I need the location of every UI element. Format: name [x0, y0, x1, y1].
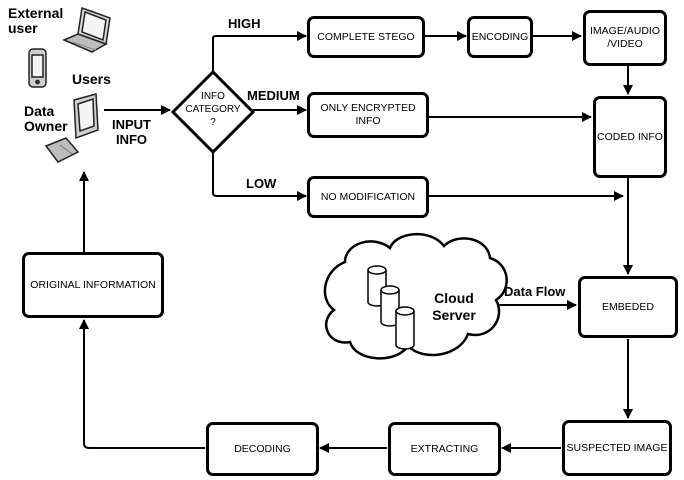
no-modification-box: NO MODIFICATION	[307, 176, 429, 218]
cloud-server-label: Cloud Server	[432, 290, 476, 323]
branch-high-label: HIGH	[228, 16, 261, 31]
extracting-box: EXTRACTING	[388, 422, 501, 476]
database-cylinder	[395, 306, 415, 350]
coded-info-box: CODED INFO	[593, 96, 667, 178]
info-category-label: INFO CATEGORY ?	[185, 91, 241, 128]
cloud-shape	[323, 232, 508, 360]
suspected-image-box: SUSPECTED IMAGE	[562, 420, 672, 476]
branch-low-label: LOW	[246, 176, 277, 191]
decoding-box: DECODING	[206, 422, 319, 476]
original-information-box: ORIGINAL INFORMATION	[22, 252, 164, 318]
decision-diamond	[170, 69, 256, 155]
external-user-label: External user	[8, 5, 64, 36]
desktop-computer-icon	[44, 93, 99, 163]
arrow-high	[212, 31, 307, 72]
data-owner-label: Data Owner	[24, 103, 68, 134]
data-flow-label: Data Flow	[504, 284, 566, 299]
mobile-phone-icon	[28, 48, 47, 88]
only-encrypted-info-box: ONLY ENCRYPTED INFO	[307, 92, 429, 138]
database-icon	[367, 265, 415, 350]
laptop-icon	[62, 6, 111, 53]
image-audio-video-box: IMAGE/AUDIO /VIDEO	[583, 10, 667, 66]
branch-medium-label: MEDIUM	[247, 88, 300, 103]
embeded-box: EMBEDED	[578, 276, 678, 338]
arrow-low	[212, 152, 307, 201]
input-info-label: INPUT INFO	[112, 117, 151, 147]
users-label: Users	[72, 71, 111, 87]
arrow-decoding-to-original	[79, 319, 205, 449]
complete-stego-box: COMPLETE STEGO	[307, 16, 425, 58]
encoding-box: ENCODING	[467, 16, 533, 58]
